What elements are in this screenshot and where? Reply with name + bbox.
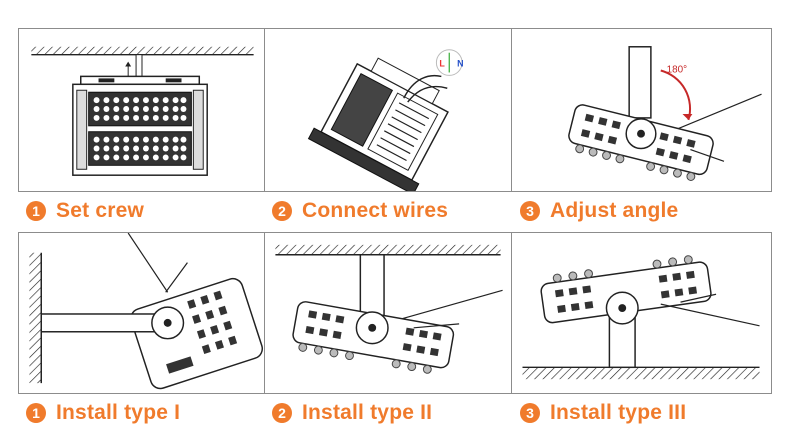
step-caption-set-crew: 1 Set crew [26, 196, 144, 226]
wall-hatch [29, 252, 42, 384]
install-number-badge: 3 [520, 403, 540, 423]
install-caption-type-i: 1 Install type I [26, 398, 180, 428]
step-label: Connect wires [302, 199, 449, 222]
install-type-i-diagram [29, 233, 264, 390]
step-label: Adjust angle [550, 199, 679, 222]
install-label: Install type I [56, 401, 181, 424]
floor-hatch [522, 367, 760, 380]
install-caption-type-ii: 2 Install type II [272, 398, 432, 428]
install-label: Install type II [302, 401, 433, 424]
adjust-angle-diagram: 180° [568, 46, 762, 181]
install-label: Install type III [550, 401, 687, 424]
step-number-badge: 1 [26, 201, 46, 221]
ceiling-hatch [275, 244, 501, 255]
install-type-ii-panel [264, 232, 512, 394]
install-type-i-panel [18, 232, 265, 394]
wire-l-label: L [439, 59, 445, 69]
connect-wires-diagram: L N [307, 49, 464, 191]
connect-wires-panel: L N [264, 28, 512, 192]
adjust-angle-panel: 180° [511, 28, 772, 192]
wall-arm [40, 313, 171, 333]
step-caption-connect-wires: 2 Connect wires [272, 196, 448, 226]
step-label: Set crew [56, 199, 144, 222]
set-crew-panel [18, 28, 265, 192]
angle-label: 180° [667, 64, 687, 75]
step-caption-adjust-angle: 3 Adjust angle [520, 196, 678, 226]
set-crew-diagram [31, 46, 254, 176]
install-number-badge: 2 [272, 403, 292, 423]
step-number-badge: 2 [272, 201, 292, 221]
install-caption-type-iii: 3 Install type III [520, 398, 686, 428]
ceiling-hatch [31, 46, 254, 55]
wire-n-label: N [457, 59, 463, 69]
mount-arm [628, 46, 652, 119]
install-type-iii-diagram [522, 255, 760, 380]
install-type-iii-panel [511, 232, 772, 394]
install-type-ii-diagram [275, 244, 503, 374]
step-number-badge: 3 [520, 201, 540, 221]
install-number-badge: 1 [26, 403, 46, 423]
